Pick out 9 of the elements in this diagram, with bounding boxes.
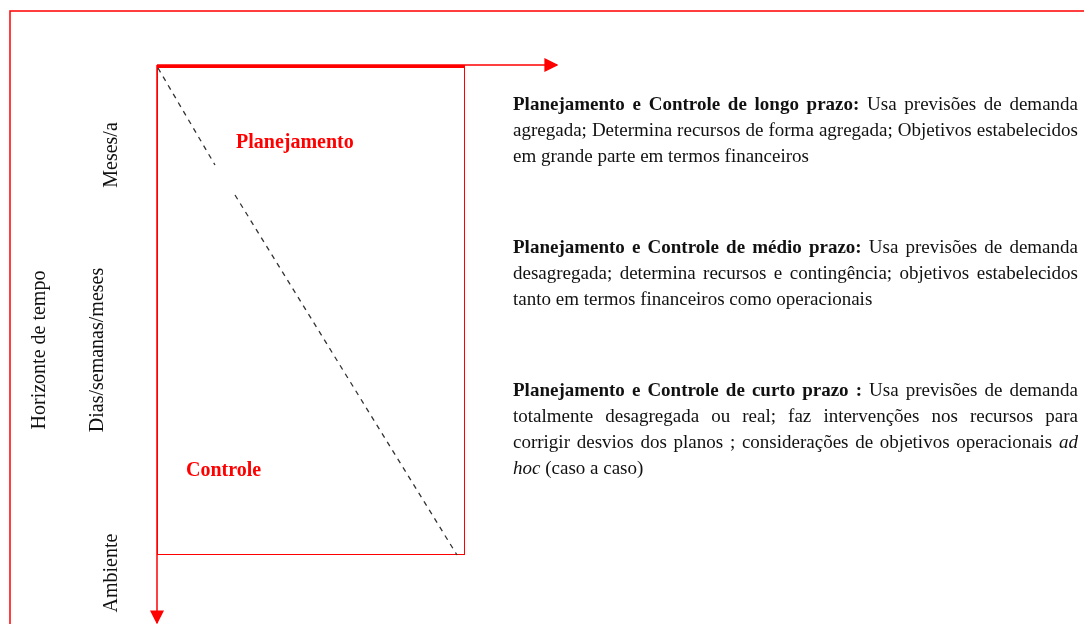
axis-label: Dias/semanas/meses [84,267,108,433]
description-text: Planejamento e Controle de curto prazo : Usa previsões de demanda totalmente desagregada ou real; faz intervenções nos recursos para corrigir desvios dos planos ; considerações de objetivos operacionais ad hoc (caso a caso) [513,378,1078,480]
axis-label: Meses/a [98,122,122,188]
axis-label: Horizonte de tempo [26,270,50,430]
axis-label: Ambiente [98,533,122,613]
description-text: Planejamento e Controle de médio prazo: Usa previsões de demanda desagregada; determina recursos e contingência; objetivos estabelecidos tanto em termos financeiros como operacionais [513,235,1078,311]
region-label: Controle [186,458,262,481]
description-text: Planejamento e Controle de longo prazo: Usa previsões de demanda agregada; Determina recursos de forma agregada; Objetivos estabelecidos em grande parte em termos financeiros [513,92,1078,168]
region-label: Planejamento [236,130,354,153]
